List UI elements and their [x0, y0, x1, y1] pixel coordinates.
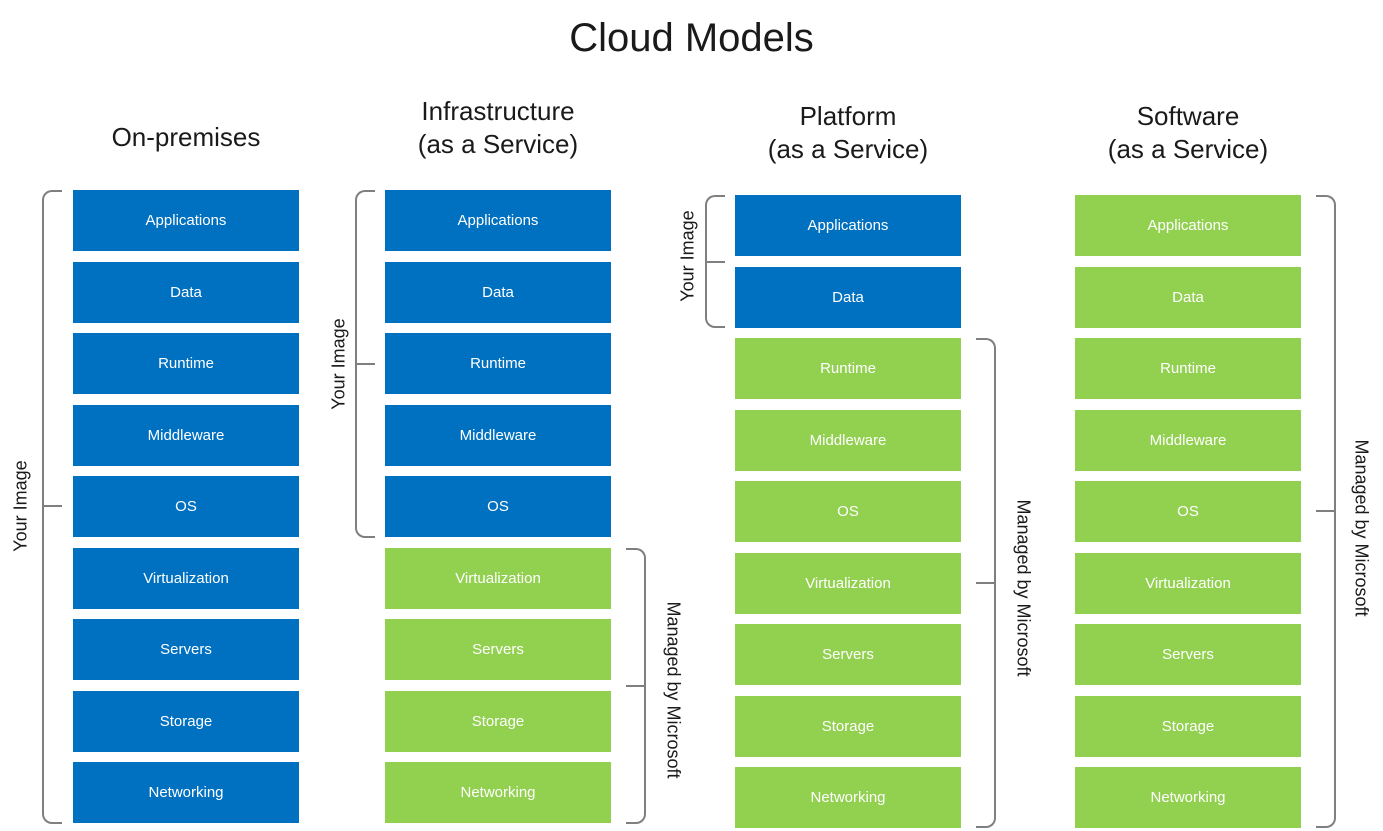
heading-line: (as a Service)	[1107, 134, 1269, 164]
layer-os: OS	[735, 481, 961, 542]
layer-storage: Storage	[1075, 696, 1301, 757]
managed-by-microsoft-label: Managed by Microsoft	[663, 601, 684, 779]
layer-virtualization: Virtualization	[385, 548, 611, 609]
bracket-tick	[626, 685, 646, 687]
layer-servers: Servers	[73, 619, 299, 680]
managed-by-microsoft-label: Managed by Microsoft	[1013, 499, 1034, 677]
layer-runtime: Runtime	[385, 333, 611, 394]
heading-line: (as a Service)	[417, 129, 579, 159]
layer-os: OS	[73, 476, 299, 537]
layer-middleware: Middleware	[385, 405, 611, 466]
layer-servers: Servers	[735, 624, 961, 685]
layer-networking: Networking	[73, 762, 299, 823]
diagram-title: Cloud Models	[569, 16, 814, 60]
layer-data: Data	[385, 262, 611, 323]
heading-line: Platform	[799, 101, 897, 131]
managed-by-microsoft-label: Managed by Microsoft	[1351, 439, 1372, 617]
heading-line: Software	[1136, 101, 1240, 131]
heading-line: On-premises	[111, 122, 261, 152]
your-image-label: Your Image	[677, 210, 698, 302]
layer-storage: Storage	[73, 691, 299, 752]
layer-networking: Networking	[385, 762, 611, 823]
your-image-label: Your Image	[10, 460, 31, 552]
layer-virtualization: Virtualization	[73, 548, 299, 609]
layer-servers: Servers	[1075, 624, 1301, 685]
layer-runtime: Runtime	[1075, 338, 1301, 399]
layer-runtime: Runtime	[735, 338, 961, 399]
heading-iaas: Infrastructure (as a Service)	[385, 95, 611, 161]
layer-applications: Applications	[1075, 195, 1301, 256]
layer-os: OS	[1075, 481, 1301, 542]
layer-virtualization: Virtualization	[1075, 553, 1301, 614]
layer-middleware: Middleware	[1075, 410, 1301, 471]
heading-on-premises: On-premises	[73, 121, 299, 154]
layer-data: Data	[73, 262, 299, 323]
bracket-tick	[355, 363, 375, 365]
heading-paas: Platform (as a Service)	[735, 100, 961, 166]
layer-data: Data	[735, 267, 961, 328]
layer-applications: Applications	[73, 190, 299, 251]
layer-data: Data	[1075, 267, 1301, 328]
layer-storage: Storage	[385, 691, 611, 752]
layer-virtualization: Virtualization	[735, 553, 961, 614]
layer-os: OS	[385, 476, 611, 537]
layer-networking: Networking	[1075, 767, 1301, 828]
layer-middleware: Middleware	[735, 410, 961, 471]
bracket-tick	[1316, 510, 1336, 512]
layer-servers: Servers	[385, 619, 611, 680]
bracket-tick	[705, 261, 725, 263]
your-image-label: Your Image	[328, 318, 349, 410]
layer-storage: Storage	[735, 696, 961, 757]
your-image-bracket	[42, 190, 62, 824]
layer-applications: Applications	[735, 195, 961, 256]
heading-line: (as a Service)	[767, 134, 929, 164]
bracket-tick	[42, 505, 62, 507]
heading-line: Infrastructure	[421, 96, 575, 126]
layer-middleware: Middleware	[73, 405, 299, 466]
bracket-tick	[976, 582, 996, 584]
heading-saas: Software (as a Service)	[1075, 100, 1301, 166]
layer-runtime: Runtime	[73, 333, 299, 394]
layer-applications: Applications	[385, 190, 611, 251]
layer-networking: Networking	[735, 767, 961, 828]
